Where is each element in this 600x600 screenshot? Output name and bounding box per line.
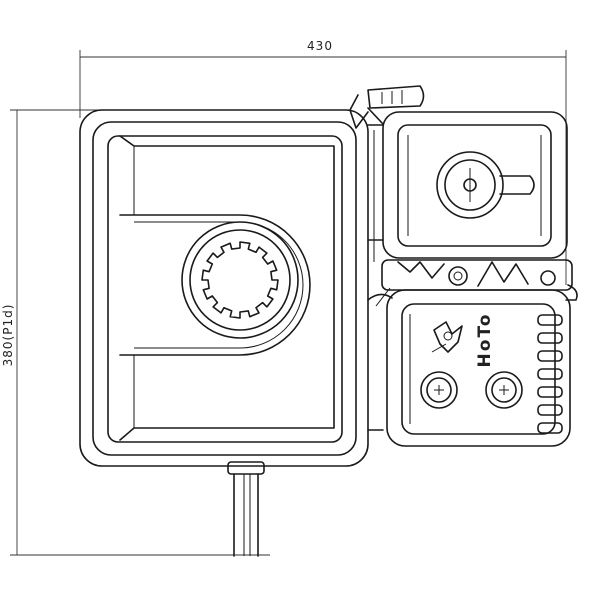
lever-handle	[367, 85, 425, 109]
muffler-cover: HoTo	[386, 289, 571, 447]
throttle-lever	[349, 85, 425, 129]
hose-fitting	[227, 461, 265, 475]
height-dimension: 380(P1d)	[1, 109, 270, 556]
vent-slots	[537, 314, 563, 434]
muffler-outer	[386, 289, 571, 447]
logo-emblem	[433, 321, 463, 353]
air-cleaner	[382, 111, 568, 259]
crank-plate	[119, 214, 311, 356]
fuel-tank	[79, 109, 369, 467]
brand-logo: HoTo	[431, 313, 495, 368]
fuel-hose	[227, 461, 265, 557]
air-cleaner-knob-ring	[436, 151, 504, 219]
tank-inner	[92, 121, 357, 456]
shaft-inner-ring	[189, 229, 291, 331]
splined-shaft	[201, 241, 279, 319]
width-label: 430	[307, 39, 333, 53]
air-cleaner-tab	[499, 175, 535, 195]
tank-bevel	[119, 135, 335, 441]
width-dimension: 430	[79, 39, 567, 285]
side-linkage	[367, 124, 393, 431]
logo-text: HoTo	[475, 313, 495, 368]
air-cleaner-outer	[382, 111, 568, 259]
tank-recess	[107, 135, 343, 443]
carburetor-cluster	[375, 259, 578, 307]
tank-outer	[79, 109, 369, 467]
shaft-outer-ring	[181, 221, 299, 339]
screw-left	[420, 371, 458, 409]
cluster-base	[381, 259, 573, 291]
screw-right	[485, 371, 523, 409]
air-cleaner-knob	[444, 159, 496, 211]
height-label: 380(P1d)	[1, 304, 15, 367]
air-cleaner-inner	[397, 124, 552, 247]
